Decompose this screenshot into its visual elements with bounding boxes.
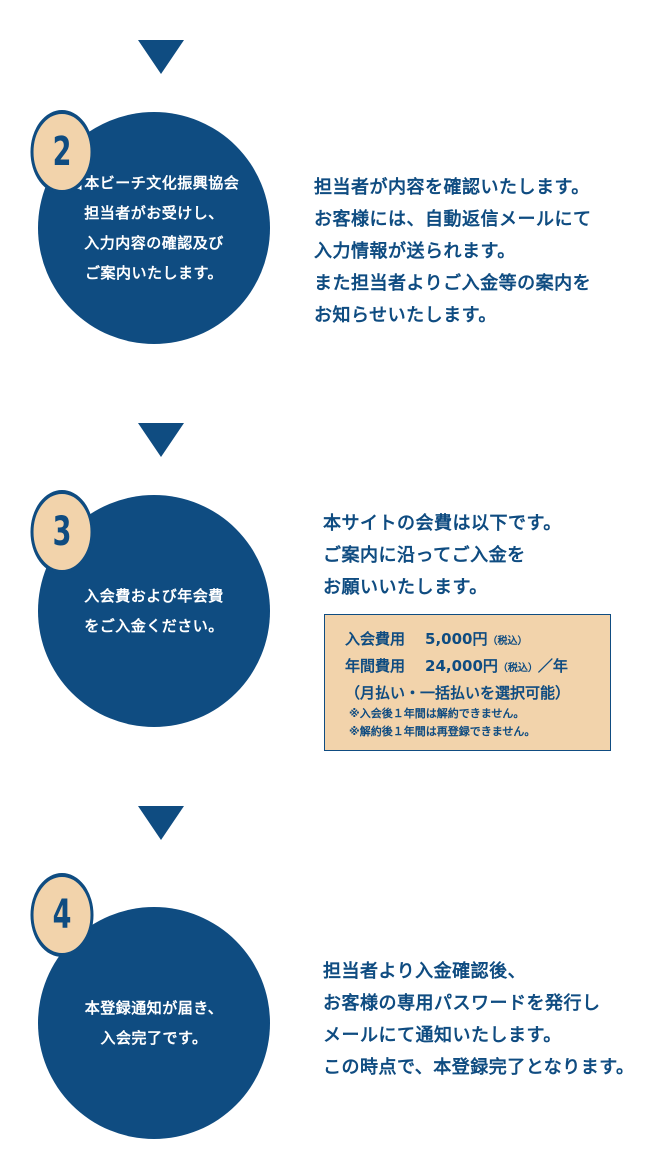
step-description: 本サイトの会費は以下です。 ご案内に沿ってご入金を お願いいたします。 — [323, 513, 562, 598]
step-number-badge: 2 — [30, 110, 94, 194]
entry-fee-line: 入会費用 5,000円（税込） — [345, 627, 600, 654]
fee-note: ※入会後１年間は解約できません。 — [349, 707, 525, 720]
entry-fee-amount: 5,000円 — [425, 630, 488, 648]
step-number-badge: 4 — [30, 873, 94, 957]
fee-note: ※解約後１年間は再登録できません。 — [349, 725, 536, 738]
entry-fee-label: 入会費用 — [345, 630, 406, 648]
annual-fee-line: 年間費用 24,000円（税込）／年 — [345, 654, 600, 681]
payment-options: （月払い・一括払いを選択可能） — [345, 684, 571, 702]
annual-fee-label: 年間費用 — [345, 657, 406, 675]
step-description: 担当者が内容を確認いたします。 お客様には、自動返信メールにて 入力情報が送られ… — [314, 177, 592, 326]
down-arrow-icon — [138, 423, 184, 457]
step-circle-text: 日本ビーチ文化振興協会 担当者がお受けし、 入力内容の確認及び ご案内いたします… — [68, 174, 240, 282]
step-number-badge: 3 — [30, 490, 94, 574]
step-circle-text: 本登録通知が届き、 入会完了です。 — [84, 999, 224, 1047]
annual-fee-amount: 24,000円 — [425, 657, 498, 675]
down-arrow-icon — [138, 40, 184, 74]
step-description: 担当者より入金確認後、 お客様の専用パスワードを発行し メールにて通知いたします… — [323, 961, 635, 1078]
tax-label: （税込） — [487, 636, 528, 647]
step-circle-text: 入会費および年会費 をご入金ください。 — [84, 587, 224, 635]
annual-fee-suffix: ／年 — [537, 657, 568, 675]
down-arrow-icon — [138, 806, 184, 840]
tax-label: （税込） — [497, 663, 538, 674]
